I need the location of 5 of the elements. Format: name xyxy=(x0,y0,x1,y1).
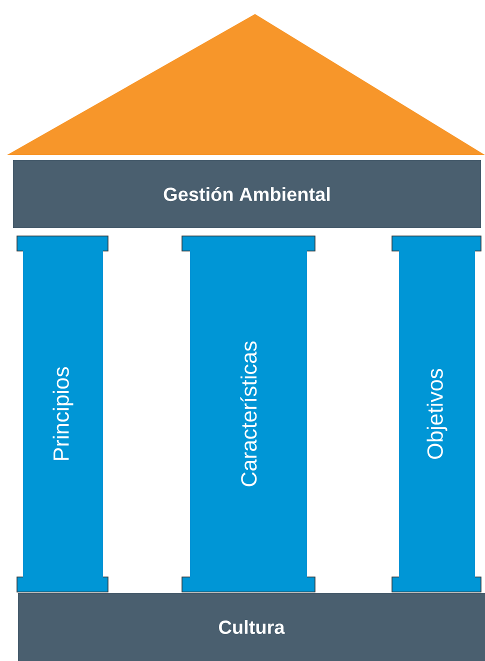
pillar: Principios xyxy=(16,236,108,592)
beam-box: Gestión Ambiental xyxy=(13,160,481,228)
pillar: Características xyxy=(182,236,316,592)
pillar: Objetivos xyxy=(392,236,482,592)
beam-box: Cultura xyxy=(18,593,485,661)
